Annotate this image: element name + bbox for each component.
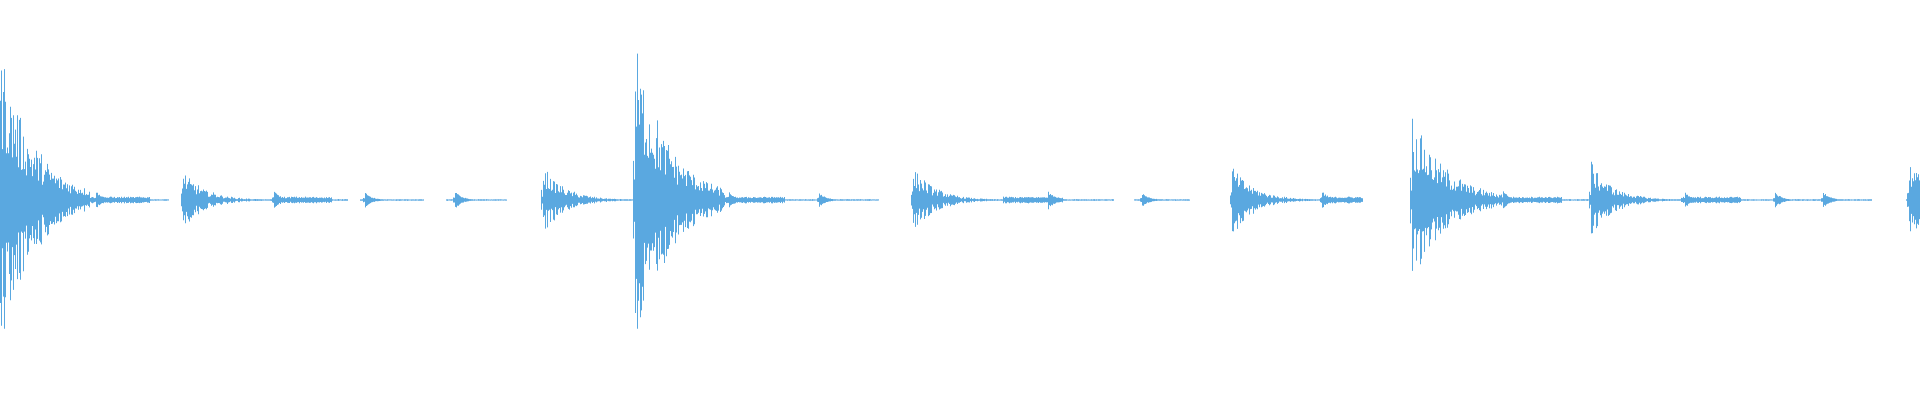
- waveform-trace: [0, 53, 1920, 329]
